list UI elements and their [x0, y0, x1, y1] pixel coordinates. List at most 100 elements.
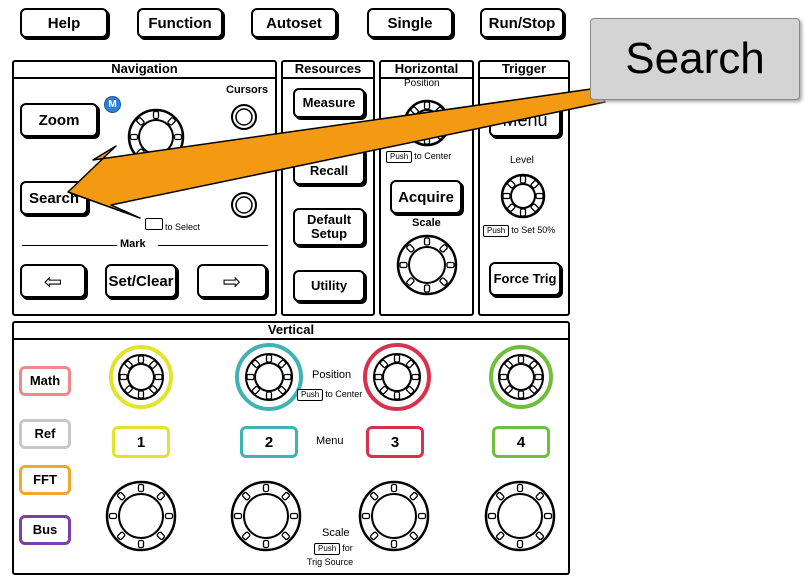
ch1-menu-button[interactable]: 1 — [112, 426, 170, 458]
knob-grip — [423, 284, 431, 293]
ch1-position-knob[interactable] — [108, 344, 174, 410]
next-mark-button[interactable]: ⇨ — [197, 264, 267, 298]
resources-panel: Resources — [281, 60, 375, 316]
fft-button[interactable]: FFT — [19, 465, 71, 495]
knob-grip — [530, 203, 539, 212]
measure-button[interactable]: Measure — [293, 88, 365, 118]
knob-grip — [233, 512, 243, 520]
knob-grip — [124, 360, 133, 369]
knob-grip — [156, 491, 166, 501]
knob-grip — [283, 373, 292, 381]
acquire-button[interactable]: Acquire — [390, 180, 462, 214]
knob-grip — [262, 539, 270, 549]
knob-grip — [137, 539, 145, 549]
horizontal-scale-knob[interactable] — [392, 230, 462, 300]
ref-button[interactable]: Ref — [19, 419, 71, 449]
knob-grip — [251, 359, 261, 369]
knob-grip — [379, 359, 389, 369]
knob-grip — [390, 483, 398, 493]
ch4-scale-knob[interactable] — [482, 478, 558, 554]
vertical-title: Vertical — [14, 323, 568, 340]
single-button[interactable]: Single — [367, 8, 453, 38]
default-setup-button[interactable]: Default Setup — [293, 208, 365, 246]
ch1-scale-knob[interactable] — [103, 478, 179, 554]
knob-grip — [529, 385, 538, 394]
knob-grip — [246, 373, 255, 381]
knob-grip — [499, 373, 508, 381]
knob-grip — [137, 390, 145, 399]
default-label: Default — [306, 212, 352, 227]
knob-grip — [516, 539, 524, 549]
ch3-menu-button[interactable]: 3 — [366, 426, 424, 458]
vertical-menu-label: Menu — [316, 435, 344, 447]
knob-grip — [423, 237, 431, 246]
knob-grip — [519, 208, 527, 217]
ch2-menu-button[interactable]: 2 — [240, 426, 298, 458]
resources-title: Resources — [283, 62, 373, 79]
knob-grip — [423, 101, 431, 110]
knob-grip — [251, 385, 261, 395]
ch4-position-knob[interactable] — [488, 344, 554, 410]
knob-grip — [173, 133, 183, 141]
search-callout: Search — [590, 18, 800, 100]
bus-button[interactable]: Bus — [19, 515, 71, 545]
knob-grip — [152, 110, 160, 120]
function-button[interactable]: Function — [137, 8, 223, 38]
knob-grip — [262, 483, 270, 493]
knob-grip — [439, 244, 448, 253]
previous-mark-button[interactable]: ⇦ — [20, 264, 86, 298]
knob-grip — [277, 385, 287, 395]
knob-grip — [119, 373, 128, 381]
autoset-button[interactable]: Autoset — [251, 8, 337, 38]
knob-grip — [164, 512, 174, 520]
help-button[interactable]: Help — [20, 8, 108, 38]
knob-grip — [265, 354, 273, 363]
knob-grip — [361, 512, 371, 520]
vertical-scale-label: Scale — [322, 527, 350, 539]
knob-grip — [487, 512, 497, 520]
ch2-scale-knob[interactable] — [228, 478, 304, 554]
knob-grip — [265, 391, 273, 400]
knob-grip — [405, 359, 415, 369]
knob-grip — [507, 180, 516, 189]
knob-grip — [504, 385, 513, 394]
knob-grip — [289, 512, 299, 520]
set-clear-button[interactable]: Set/Clear — [105, 264, 177, 298]
knob-grip — [281, 531, 291, 541]
knob-grip — [390, 539, 398, 549]
ch2-position-knob[interactable] — [234, 342, 304, 412]
select-button[interactable] — [229, 190, 259, 220]
math-button[interactable]: Math — [19, 366, 71, 396]
knob-grip — [124, 385, 133, 394]
knob-grip — [530, 180, 539, 189]
m-badge: M — [104, 96, 121, 113]
force-trig-button[interactable]: Force Trig — [489, 262, 561, 296]
knob-grip — [507, 203, 516, 212]
utility-button[interactable]: Utility — [293, 270, 365, 302]
ch3-scale-knob[interactable] — [356, 478, 432, 554]
trigger-title: Trigger — [480, 62, 568, 79]
run-stop-button[interactable]: Run/Stop — [480, 8, 564, 38]
knob-grip — [241, 531, 251, 541]
knob-grip — [399, 261, 408, 269]
ch4-menu-button[interactable]: 4 — [492, 426, 550, 458]
trigger-level-knob[interactable] — [497, 170, 549, 222]
knob-grip — [369, 491, 379, 501]
navigation-title: Navigation — [14, 62, 275, 79]
knob-grip — [241, 491, 251, 501]
knob-grip — [519, 175, 527, 184]
zoom-button[interactable]: Zoom — [20, 103, 98, 137]
trigger-panel: Trigger — [478, 60, 570, 316]
knob-grip — [149, 360, 158, 369]
recall-label: Recall — [309, 163, 349, 178]
knob-grip — [409, 531, 419, 541]
knob-grip — [167, 117, 176, 126]
trig-source-label: Trig Source — [307, 557, 354, 567]
ch3-position-knob[interactable] — [362, 342, 432, 412]
cursors-button[interactable] — [229, 102, 259, 132]
knob-grip — [379, 385, 389, 395]
